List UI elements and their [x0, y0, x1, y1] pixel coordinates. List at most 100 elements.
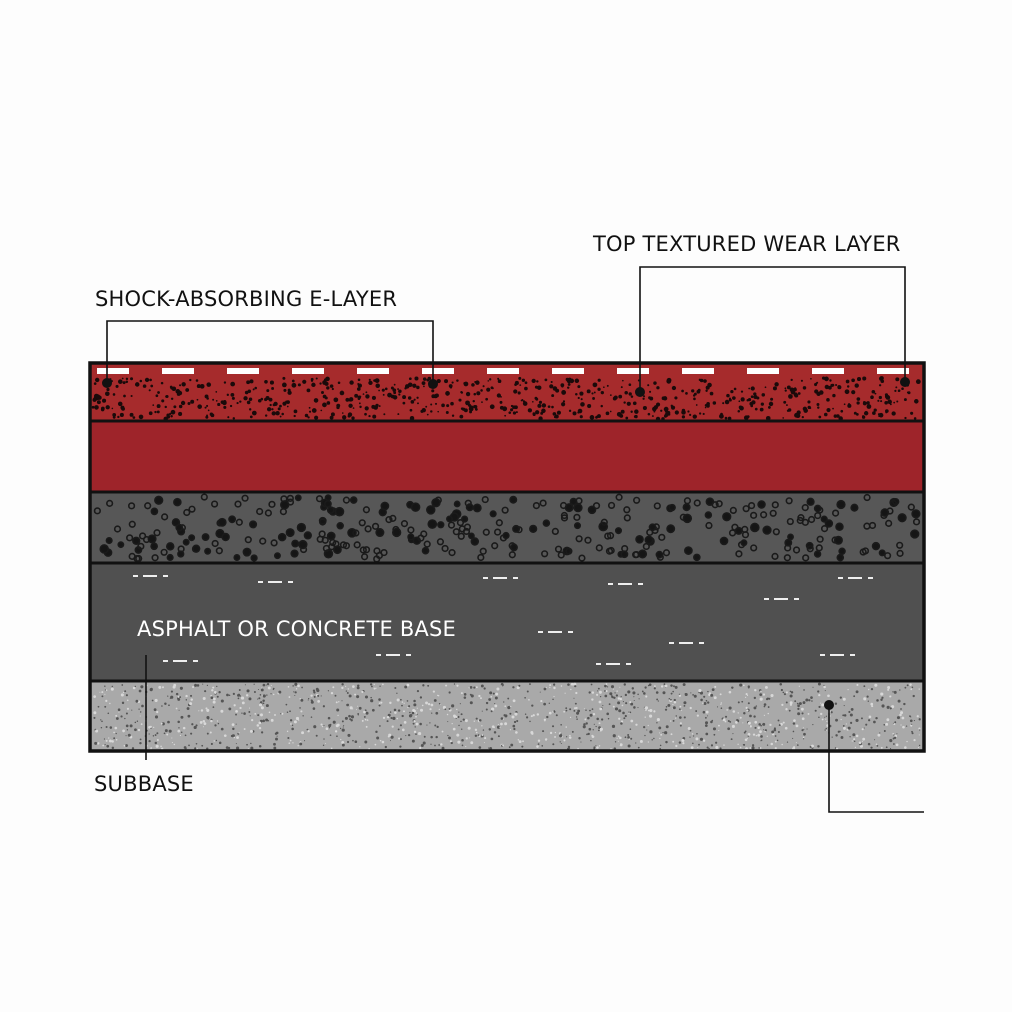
subbase-grain	[235, 709, 238, 713]
wear-texture-dot	[592, 397, 595, 400]
subbase-grain	[253, 683, 255, 685]
subbase-grain	[909, 719, 913, 723]
wear-texture-dot	[622, 379, 624, 382]
subbase-grain	[673, 701, 677, 704]
subbase-grain	[774, 735, 777, 737]
wear-texture-dot	[794, 412, 799, 418]
aggregate-stone	[481, 495, 489, 504]
wear-texture-dot	[161, 399, 165, 403]
subbase-grain	[797, 712, 801, 716]
aggregate-stone	[389, 514, 397, 522]
aggregate-stone	[573, 513, 581, 521]
wear-texture-dot	[816, 391, 821, 397]
wear-texture-dot	[705, 389, 708, 392]
subbase-grain	[770, 694, 774, 698]
subbase-grain	[156, 732, 159, 735]
wear-texture-dot	[540, 411, 544, 415]
subbase-grain	[470, 741, 474, 745]
subbase-grain	[817, 745, 820, 748]
subbase-grain	[115, 717, 119, 720]
subbase-grain	[867, 700, 869, 702]
subbase-grain	[465, 737, 468, 740]
wear-texture-dot	[416, 396, 419, 399]
wear-texture-dot	[579, 391, 584, 396]
subbase-grain	[403, 721, 407, 724]
subbase-grain	[167, 720, 170, 724]
subbase-grain	[243, 712, 246, 715]
subbase-grain	[108, 737, 110, 739]
wear-texture-dot	[856, 397, 861, 401]
aggregate-stone	[797, 514, 805, 522]
subbase-grain	[789, 694, 793, 698]
subbase-grain	[238, 732, 240, 734]
subbase-grain	[614, 741, 617, 743]
aggregate-stone	[757, 500, 766, 509]
subbase-grain	[160, 745, 162, 748]
subbase-grain	[895, 743, 899, 747]
subbase-grain	[323, 738, 325, 740]
wear-texture-dot	[336, 403, 341, 408]
subbase-grain	[267, 686, 271, 690]
aggregate-stone	[234, 500, 242, 508]
subbase-grain	[807, 712, 810, 715]
aggregate-stone	[280, 495, 288, 503]
subbase-grain	[448, 691, 451, 694]
wear-texture-dot	[910, 411, 914, 415]
wear-texture-dot	[398, 393, 401, 396]
subbase-grain	[479, 719, 482, 722]
base-mark	[764, 598, 769, 600]
subbase-grain	[863, 727, 865, 729]
subbase-grain	[697, 747, 699, 749]
subbase-grain	[630, 719, 634, 723]
aggregate-stone	[760, 511, 768, 519]
subbase-grain	[744, 730, 747, 733]
subbase-grain	[707, 690, 709, 693]
subbase-grain	[347, 733, 351, 737]
subbase-grain	[403, 710, 405, 713]
subbase-grain	[105, 726, 108, 729]
subbase-grain	[339, 727, 342, 730]
subbase-grain	[431, 712, 433, 714]
subbase-grain	[586, 733, 588, 736]
aggregate-stone	[290, 549, 299, 558]
subbase-grain	[445, 684, 448, 687]
subbase-grain	[567, 745, 571, 749]
wear-texture-dot	[239, 400, 242, 403]
subbase-grain	[359, 746, 361, 748]
subbase-grain	[407, 706, 409, 709]
wear-texture-dot	[226, 393, 229, 396]
aggregate-stone	[741, 525, 749, 533]
subbase-grain	[604, 694, 608, 698]
wear-texture-dot	[252, 388, 255, 391]
subbase-grain	[404, 685, 408, 689]
subbase-grain	[629, 728, 632, 730]
subbase-grain	[614, 692, 616, 694]
aggregate-stone	[285, 528, 295, 538]
wear-texture-dot	[499, 400, 503, 404]
wear-texture-dot	[102, 398, 107, 403]
subbase-grain	[340, 738, 342, 741]
aggregate-stone	[684, 546, 693, 555]
subbase-grain	[803, 689, 805, 691]
subbase-grain	[868, 715, 872, 719]
subbase-grain	[294, 694, 296, 697]
wear-texture-dot	[246, 400, 251, 405]
wear-texture-dot	[844, 389, 850, 395]
subbase-grain	[820, 702, 822, 704]
subbase-grain	[216, 685, 218, 688]
subbase-grain	[416, 713, 418, 715]
wear-texture-dot	[630, 410, 633, 413]
subbase-grain	[765, 698, 769, 701]
wear-texture-dot	[459, 414, 464, 419]
subbase-grain	[798, 685, 800, 687]
subbase-grain	[856, 683, 859, 686]
aggregate-stone	[704, 511, 713, 519]
subbase-grain	[289, 739, 292, 742]
wear-texture-dot	[623, 401, 626, 404]
wear-texture-dot	[112, 415, 116, 419]
subbase-grain	[461, 738, 464, 742]
subbase-grain	[405, 735, 407, 737]
subbase-grain	[774, 747, 777, 750]
subbase-grain	[148, 739, 151, 743]
wear-texture-dot	[756, 396, 760, 400]
